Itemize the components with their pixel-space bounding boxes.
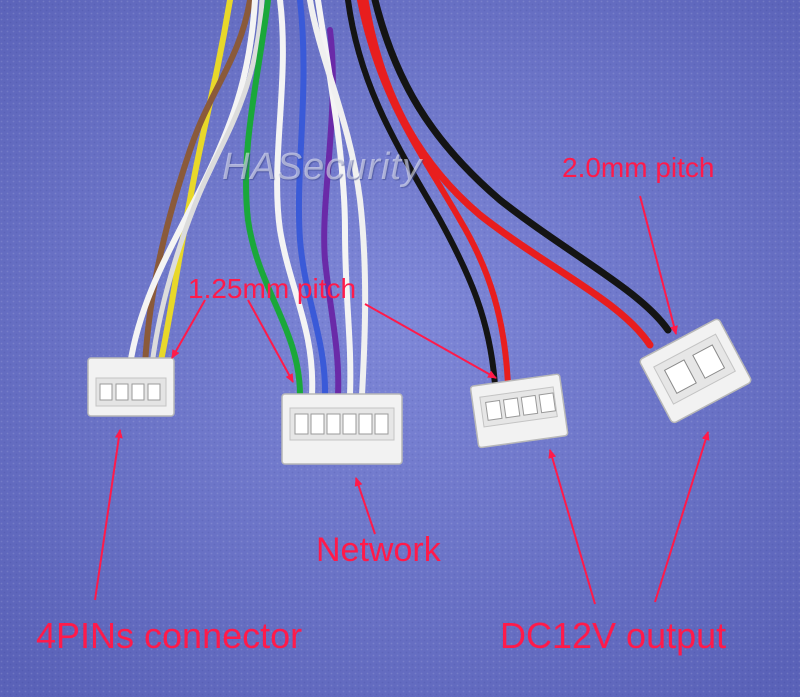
watermark-text: HASecurity: [222, 146, 423, 188]
dc-wires-large: [361, 0, 672, 349]
label-network: Network: [316, 531, 441, 569]
label-four-pin: 4PINs connector: [36, 615, 303, 656]
four-pin-wires: [127, 0, 265, 368]
network-wires: [243, 0, 369, 398]
dc-large-connector: [639, 318, 752, 424]
network-connector: [281, 393, 403, 465]
label-dc-output: DC12V output: [500, 615, 727, 656]
dc-small-connector: [469, 373, 569, 449]
label-pitch-large: 2.0mm pitch: [562, 152, 715, 183]
annotation-arrows: [94, 195, 710, 605]
four-pin-connector: [87, 357, 175, 417]
label-pitch-small: 1.25mm pitch: [188, 273, 357, 304]
